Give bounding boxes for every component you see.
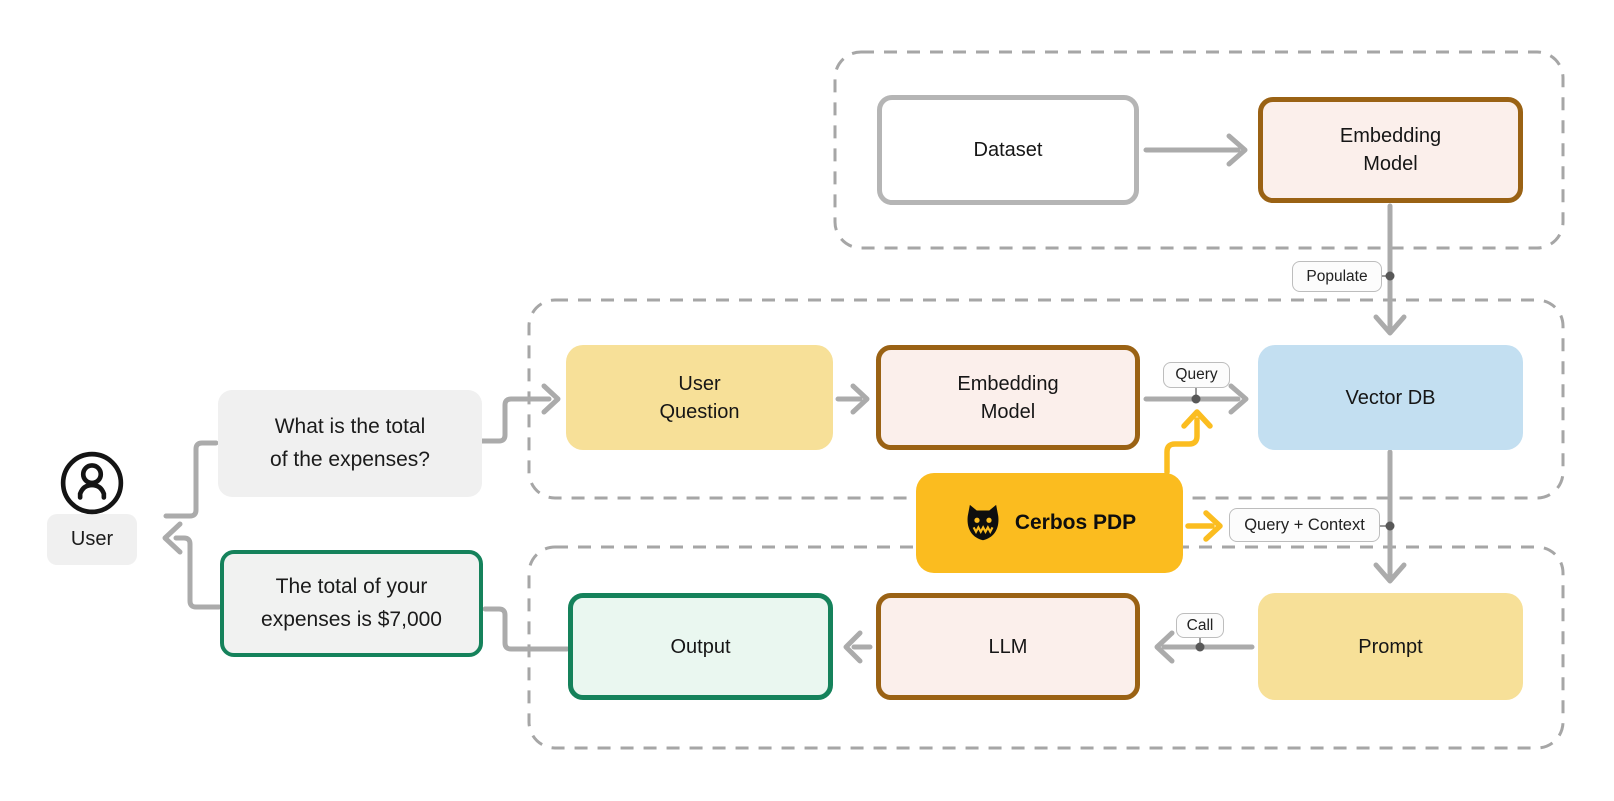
edge-vectordb-to-prompt xyxy=(1373,449,1407,584)
edge-embedding-to-vectordb-populate xyxy=(1373,203,1407,336)
answer-bubble: The total of your expenses is $7,000 xyxy=(220,550,483,657)
edge-label-query-text: Query xyxy=(1175,366,1218,383)
question-bubble: What is the total of the expenses? xyxy=(218,390,482,497)
cerbos-mascot-icon xyxy=(967,504,999,541)
node-user-question: User Question xyxy=(566,345,833,450)
node-cerbos-pdp: Cerbos PDP xyxy=(916,473,1183,573)
edge-cerbos-to-query xyxy=(1164,409,1213,475)
container-ingestion xyxy=(833,50,1565,250)
edge-label-query-context: Query + Context xyxy=(1229,508,1380,542)
node-vector-db-label: Vector DB xyxy=(1345,386,1436,409)
junction-dot-query xyxy=(1191,394,1201,404)
node-llm: LLM xyxy=(876,593,1140,700)
junction-dot-call xyxy=(1195,642,1205,652)
edge-cerbos-to-querycontext xyxy=(1185,510,1223,542)
edge-label-populate: Populate xyxy=(1292,261,1382,292)
node-user-question-label: User Question xyxy=(659,372,740,423)
edge-question-to-userquestion xyxy=(478,383,561,444)
edge-label-call-text: Call xyxy=(1186,616,1214,634)
junction-dot-query-context xyxy=(1385,521,1395,531)
node-prompt-label: Prompt xyxy=(1358,635,1423,658)
edge-prompt-to-llm xyxy=(1154,630,1255,664)
node-prompt: Prompt xyxy=(1258,593,1523,700)
user-label-text: User xyxy=(70,528,114,550)
node-llm-label: LLM xyxy=(988,635,1028,658)
junction-dot-populate xyxy=(1385,271,1395,281)
edge-output-to-answer xyxy=(482,606,570,652)
edge-user-to-question xyxy=(163,440,219,519)
node-embedding-model-mid: Embedding Model xyxy=(876,345,1140,450)
edge-label-query-context-text: Query + Context xyxy=(1244,515,1365,534)
edge-label-query: Query xyxy=(1163,362,1230,388)
node-output-label: Output xyxy=(670,635,731,658)
edge-userquestion-to-embedding xyxy=(835,383,870,415)
edge-dataset-to-embedding xyxy=(1143,133,1248,167)
node-dataset: Dataset xyxy=(877,95,1139,205)
node-cerbos-pdp-label: Cerbos PDP xyxy=(1014,511,1137,534)
user-label: User xyxy=(47,514,137,565)
node-output: Output xyxy=(568,593,833,700)
question-bubble-text: What is the total of the expenses? xyxy=(270,414,430,471)
node-vector-db: Vector DB xyxy=(1258,345,1523,450)
node-embedding-model-top: Embedding Model xyxy=(1258,97,1523,203)
edge-answer-to-user xyxy=(162,521,222,610)
edge-label-populate-text: Populate xyxy=(1306,267,1368,285)
edge-label-call: Call xyxy=(1176,613,1224,638)
user-icon xyxy=(60,451,124,515)
node-dataset-label: Dataset xyxy=(973,139,1043,161)
edge-llm-to-output xyxy=(843,630,873,664)
answer-bubble-text: The total of your expenses is $7,000 xyxy=(261,574,442,631)
node-embedding-model-mid-label: Embedding Model xyxy=(957,372,1059,423)
node-embedding-model-top-label: Embedding Model xyxy=(1339,125,1442,175)
